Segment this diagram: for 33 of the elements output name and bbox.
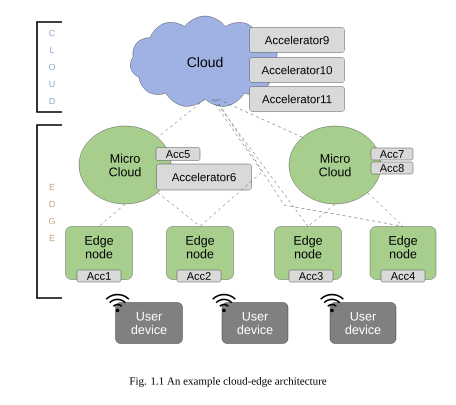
band-letter: D	[50, 200, 55, 208]
accelerator-box: Acc4	[380, 270, 426, 282]
dashed-connector	[200, 98, 262, 227]
accelerator-box: Accelerator11	[249, 86, 345, 112]
caption: Fig. 1.1 An example cloud-edge architecture	[130, 377, 326, 387]
accelerator-box: Accelerator6	[156, 164, 252, 190]
band-letter: L	[50, 46, 54, 54]
accelerator-box: Acc7	[370, 148, 414, 160]
accelerator-box: Acc1	[76, 270, 122, 282]
accelerator-box: Acc5	[156, 147, 200, 161]
accelerator-box: Accelerator9	[249, 27, 345, 53]
accelerator-box: Acc3	[288, 270, 334, 282]
accelerator-box: Acc8	[370, 162, 414, 174]
band-letter: U	[49, 80, 55, 88]
accelerator-box: Acc2	[176, 270, 222, 282]
band-letter: D	[50, 98, 55, 104]
band-letter: E	[50, 234, 55, 242]
dashed-connector	[218, 98, 303, 138]
dashed-connector	[157, 192, 200, 227]
dashed-connector	[214, 98, 308, 227]
band-letter: O	[48, 64, 56, 70]
dashed-connector	[308, 204, 336, 227]
band-letter: E	[50, 184, 55, 190]
user-device-box: User device	[330, 302, 396, 344]
user-device-box: User device	[115, 302, 183, 344]
band-letter: G	[48, 218, 55, 224]
band-letter: C	[49, 30, 55, 36]
dashed-connector	[98, 204, 126, 227]
dashed-connector	[157, 98, 206, 138]
accelerator-box: Accelerator10	[249, 57, 345, 83]
user-device-box: User device	[222, 302, 288, 344]
dashed-connector	[367, 192, 404, 227]
dashed-connector	[216, 98, 404, 227]
